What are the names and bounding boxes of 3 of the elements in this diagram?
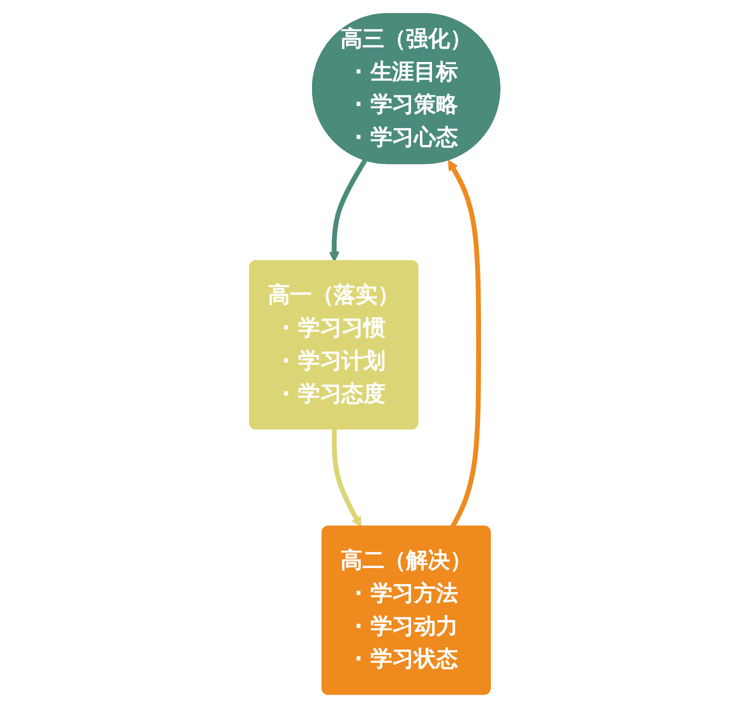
arrow [332, 428, 362, 527]
arrow [329, 158, 368, 262]
arrow [448, 159, 482, 528]
